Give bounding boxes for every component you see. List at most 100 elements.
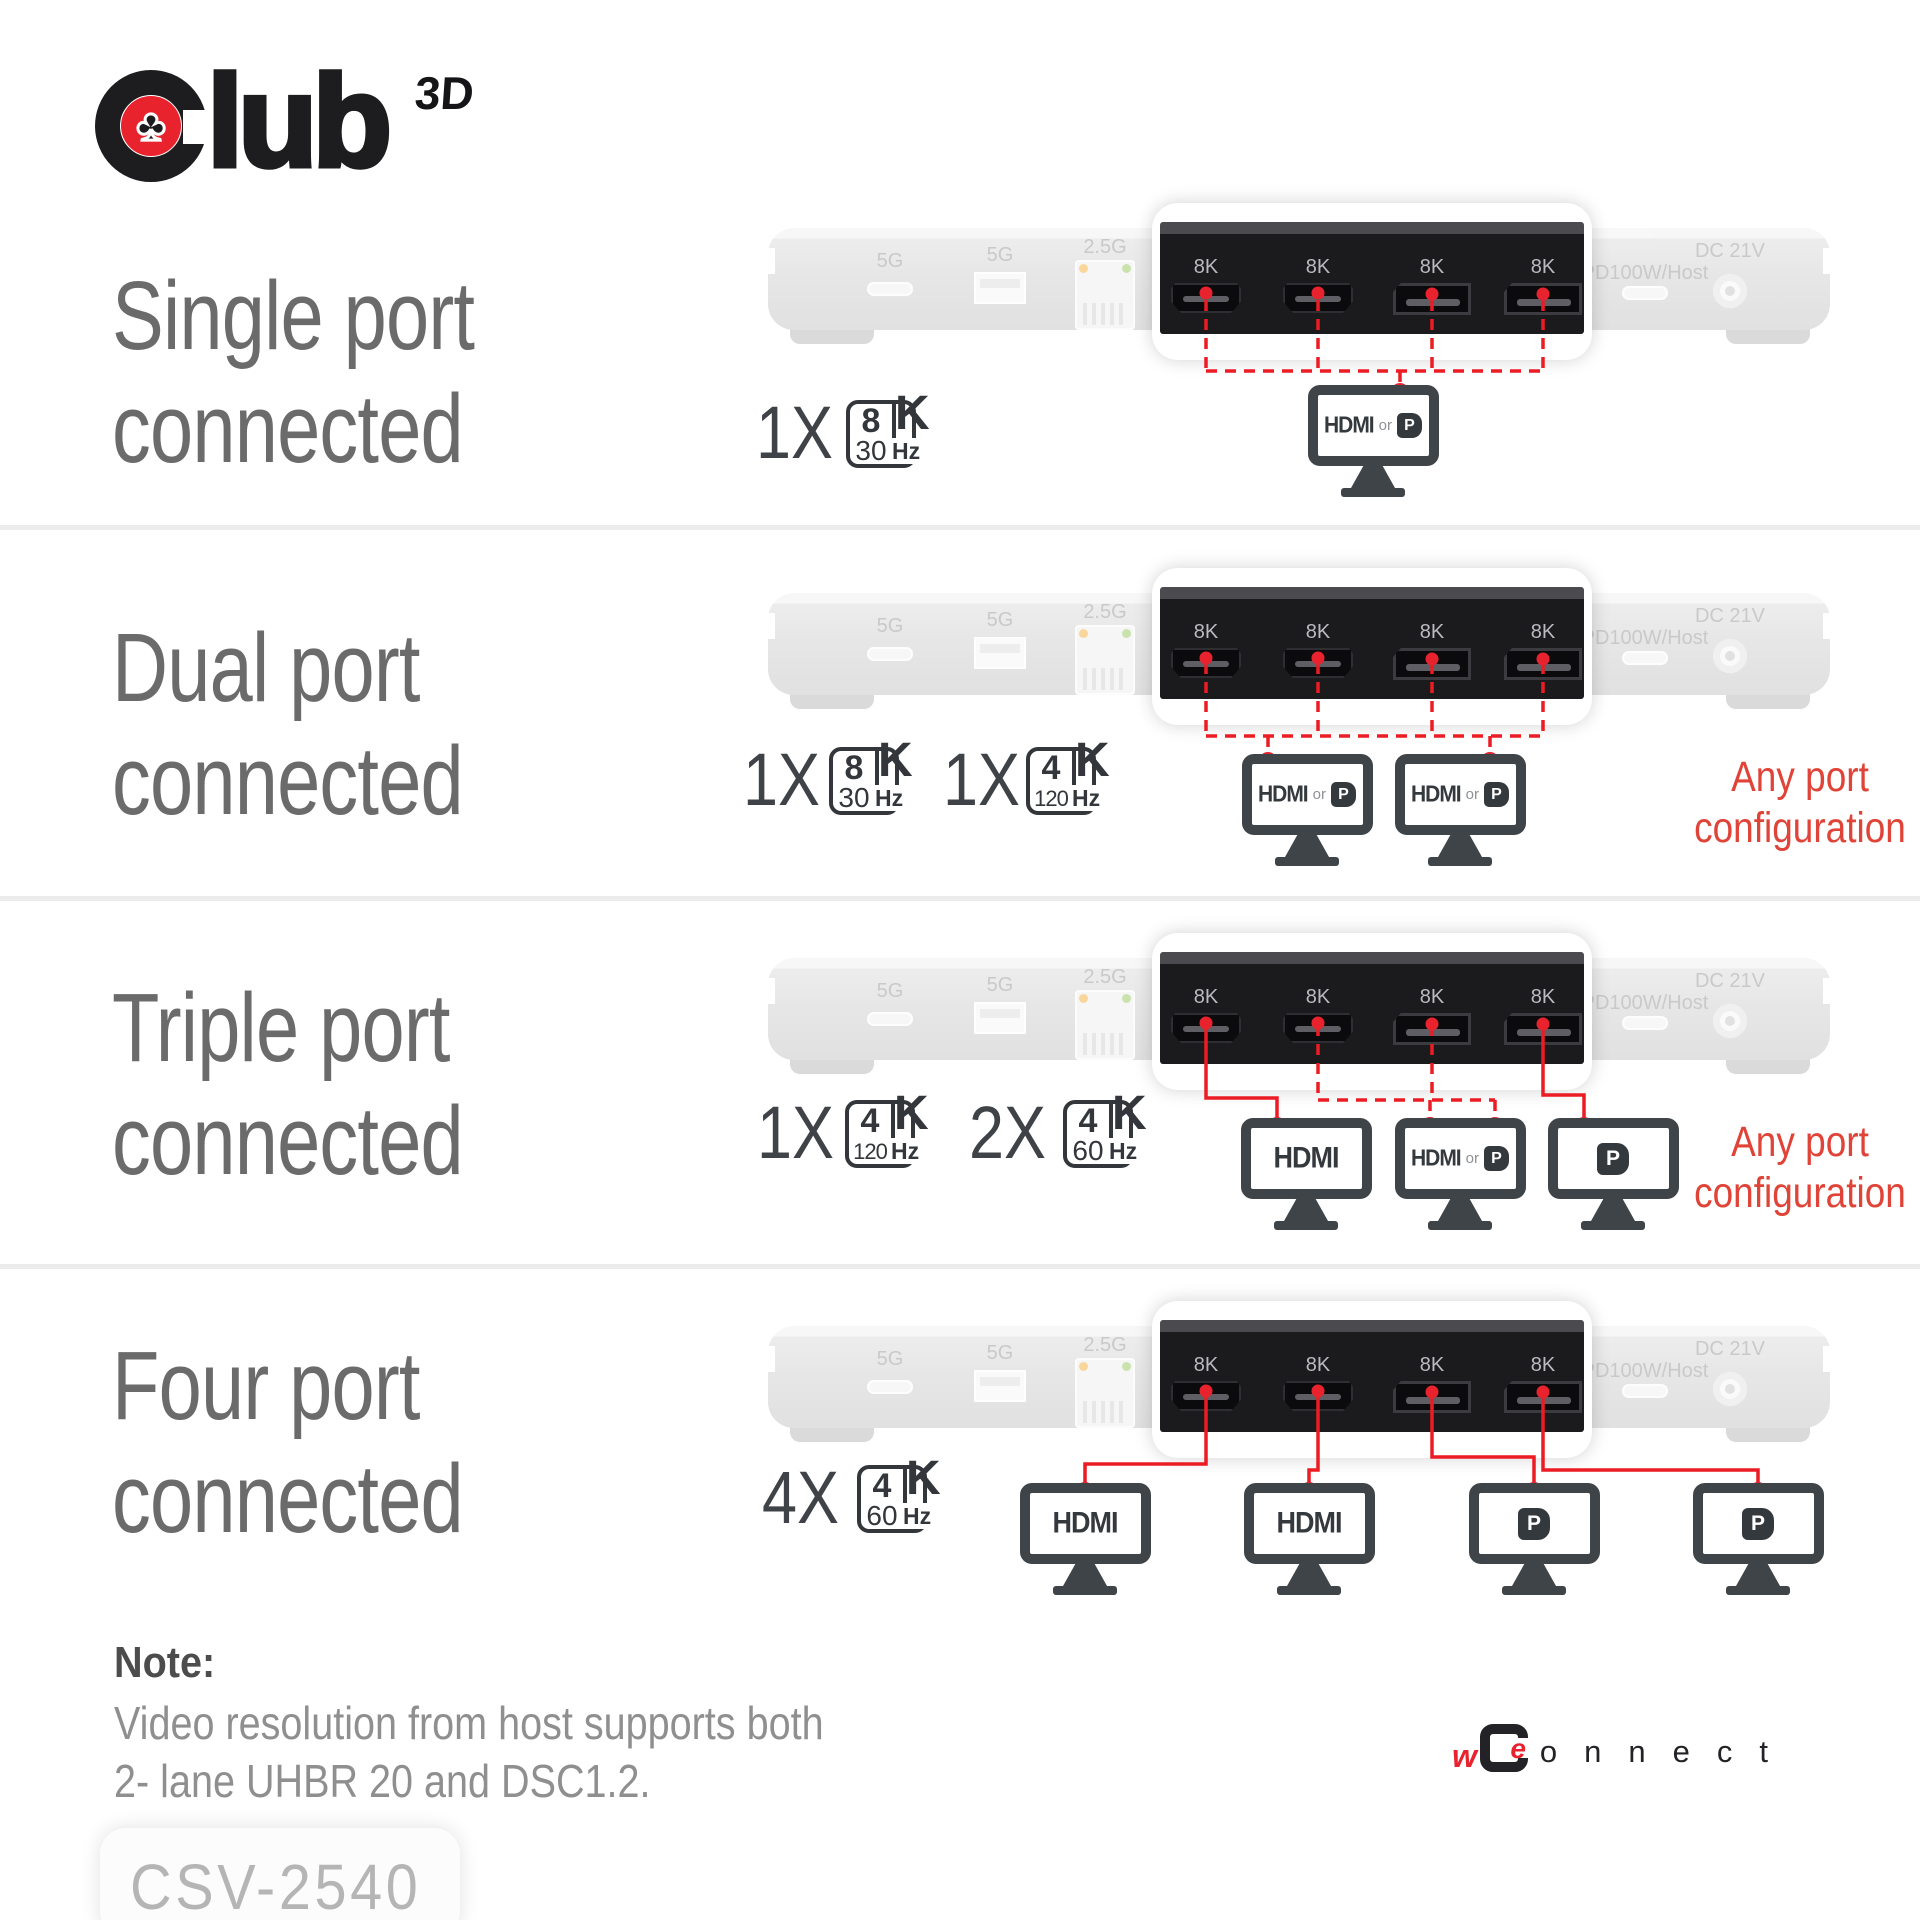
usb-c-label: 5G <box>876 1348 904 1370</box>
monitor-hdmi-or-dp: HDMI or P <box>1385 754 1535 866</box>
res-number: 8 <box>861 402 881 440</box>
monitor-screen: P <box>1468 1483 1600 1564</box>
usb-a-port <box>974 1002 1026 1034</box>
ethernet-led-green <box>1122 629 1131 638</box>
multiplier: 1X <box>743 738 820 821</box>
badge-divider <box>1109 1100 1113 1168</box>
dock-foot-left <box>790 314 874 344</box>
dock-foot-right <box>1726 679 1810 709</box>
res-k: K <box>906 1452 941 1505</box>
monitor-stand <box>1287 1564 1331 1586</box>
monitor-dp: P <box>1683 1483 1833 1595</box>
multiplier: 1X <box>943 738 1020 821</box>
title-line: Dual port <box>112 613 420 722</box>
dock-foot-left <box>790 679 874 709</box>
dock-notch <box>765 1346 775 1372</box>
section-title-triple: Triple port connected <box>112 971 624 1197</box>
dock-notch <box>1823 613 1833 639</box>
hdmi-port-2 <box>1283 1381 1353 1411</box>
monitor-screen: HDMI <box>1240 1118 1372 1199</box>
hdmi-port-2 <box>1283 648 1353 678</box>
any-port-line: configuration <box>1694 1169 1906 1217</box>
dp-port-2 <box>1504 648 1582 680</box>
usb-c-port <box>867 647 913 661</box>
pd-label: PD100W/Host <box>1581 1360 1709 1382</box>
badge-divider <box>903 1465 907 1533</box>
res-number: 4 <box>1078 1102 1098 1140</box>
ethernet-led-green <box>1122 994 1131 1003</box>
res-hz: Hz <box>902 1503 933 1529</box>
monitor-screen: P <box>1692 1483 1824 1564</box>
ethernet-port <box>1075 1358 1135 1428</box>
any-port-line: Any port <box>1731 753 1869 801</box>
badge-divider <box>892 400 896 468</box>
dock-notch <box>765 978 775 1004</box>
logo-c-gap <box>183 110 213 144</box>
ethernet-led-green <box>1122 264 1131 273</box>
monitor-base <box>1428 1221 1492 1230</box>
pd-usb-c-port <box>1622 1016 1668 1030</box>
port-8k-label: 8K <box>1530 986 1556 1008</box>
usb-c-port <box>867 1380 913 1394</box>
hdmi-port-2 <box>1283 1013 1353 1043</box>
usb-c-label: 5G <box>876 980 904 1002</box>
port-8k-label: 8K <box>1419 621 1445 643</box>
usb-a-slot <box>980 1009 1020 1018</box>
section-title-four: Four port connected <box>112 1329 624 1555</box>
dc-pin <box>1725 1384 1735 1394</box>
or-text: or <box>1465 786 1479 803</box>
weconnect-c: e <box>1479 1724 1530 1772</box>
dc-label: DC 21V <box>1694 1338 1766 1360</box>
usb-c-label: 5G <box>876 615 904 637</box>
port-slot <box>1517 299 1571 306</box>
weconnect-w: w <box>1452 1738 1478 1774</box>
weconnect-e: e <box>1510 1733 1526 1764</box>
res-k: K <box>878 734 913 787</box>
title-line: Triple port <box>112 973 450 1082</box>
resolution-badge-4k120: 4 120 K Hz <box>1026 737 1110 815</box>
displayport-icon: P <box>1597 1142 1629 1175</box>
res-number: 4 <box>1041 749 1061 787</box>
note-text-line: Video resolution from host supports both <box>114 1697 824 1749</box>
title-line: connected <box>112 1086 464 1195</box>
usb-a-port <box>974 637 1026 669</box>
dc-jack <box>1713 1004 1747 1038</box>
port-slot <box>1517 1397 1571 1404</box>
displayport-icon: P <box>1484 782 1509 807</box>
dock-foot-left <box>790 1044 874 1074</box>
port-8k-label: 8K <box>1193 256 1219 278</box>
weconnect-c-gap <box>1517 1738 1530 1758</box>
section-title-single: Single port connected <box>112 259 624 485</box>
ethernet-label: 2.5G <box>1083 966 1127 988</box>
ethernet-led-orange <box>1079 629 1088 638</box>
port-8k-label: 8K <box>1305 1354 1331 1376</box>
monitor-base <box>1053 1586 1117 1595</box>
port-slot <box>1406 299 1460 306</box>
res-number: 4 <box>872 1467 892 1505</box>
port-slot <box>1517 664 1571 671</box>
port-8k-label: 8K <box>1530 1354 1556 1376</box>
any-port-line: configuration <box>1694 804 1906 852</box>
section-divider <box>0 896 1920 901</box>
port-8k-label: 8K <box>1305 621 1331 643</box>
ethernet-pins <box>1083 303 1127 325</box>
badge-divider <box>875 747 879 815</box>
ethernet-led-green <box>1122 1362 1131 1371</box>
title-line: connected <box>112 726 464 835</box>
product-code-badge: CSV-2540 <box>100 1828 460 1920</box>
ethernet-pins <box>1083 1401 1127 1423</box>
section-divider <box>0 525 1920 530</box>
logo-red-disc: ♣ <box>121 96 181 156</box>
monitor-hdmi-or-dp: HDMI or P <box>1232 754 1382 866</box>
dp-port-1 <box>1393 1381 1471 1413</box>
monitor-stand <box>1063 1564 1107 1586</box>
or-text: or <box>1465 1150 1479 1167</box>
badge-divider <box>1072 747 1076 815</box>
dp-port-2 <box>1504 283 1582 315</box>
usb-a-slot <box>980 644 1020 653</box>
ethernet-led-orange <box>1079 264 1088 273</box>
port-slot <box>1183 296 1229 302</box>
multiplier: 4X <box>762 1456 839 1539</box>
port-8k-label: 8K <box>1305 986 1331 1008</box>
ethernet-port <box>1075 990 1135 1060</box>
